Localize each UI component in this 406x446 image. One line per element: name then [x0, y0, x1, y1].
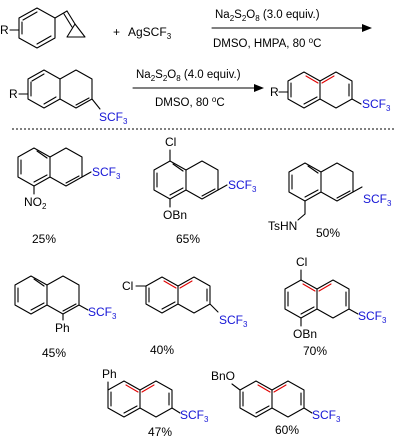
obn-label-ex2: OBn: [163, 208, 187, 222]
r-label-product: R: [270, 85, 279, 99]
tshn-label: TsHN: [268, 219, 297, 233]
reaction-2: R SCF3 Na2S2O8 (4.0 equiv.) DMSO, 80 oC …: [9, 69, 391, 126]
scf3-ex5: SCF3: [219, 313, 248, 329]
scf3-ex4: SCF3: [88, 305, 117, 321]
yield-ex7: 47%: [148, 425, 172, 439]
scf3-ex2: SCF3: [228, 178, 257, 194]
scf3-ex3: SCF3: [363, 192, 392, 208]
scf3-product-2: SCF3: [362, 97, 391, 113]
vinylcyclopropane-arene: R: [0, 7, 86, 49]
example-ph: Ph SCF3 45%: [14, 275, 117, 360]
example-cl-naph: Cl SCF3 40%: [122, 276, 248, 357]
scf3-ex6: SCF3: [358, 309, 387, 325]
yield-ex5: 40%: [150, 343, 174, 357]
plus-sign: +: [113, 25, 120, 39]
cl-label-ex6: Cl: [296, 255, 307, 269]
yield-ex3: 50%: [316, 226, 340, 240]
scf3-ex8: SCF3: [312, 408, 341, 424]
example-bno-naph: BnO SCF3 60%: [211, 369, 341, 437]
bno-label-ex8: BnO: [211, 369, 235, 383]
no2-label: NO2: [24, 195, 47, 211]
cl-label-ex2: Cl: [165, 135, 176, 149]
example-no2: NO2 SCF3 25%: [17, 147, 121, 246]
reaction-1: R + AgSCF3 Na2S2O8 (3.0 equiv.) DMSO, HM…: [0, 7, 372, 50]
r-label: R: [0, 23, 9, 37]
dihydronaphthalene-reactant: R SCF3: [9, 69, 128, 126]
cond-2-bottom: DMSO, 80 oC: [155, 95, 225, 109]
cond-1-bottom: DMSO, HMPA, 80 oC: [213, 36, 321, 50]
example-tshn: TsHN SCF3 50%: [268, 162, 392, 240]
cl-label-ex5: Cl: [122, 279, 133, 293]
scf3-reactant-2: SCF3: [99, 110, 128, 126]
yield-ex4: 45%: [42, 346, 66, 360]
scf3-ex1: SCF3: [92, 165, 121, 181]
r-label-2: R: [9, 87, 18, 101]
example-ph-naph: Ph SCF3 47%: [102, 367, 209, 439]
naphthalene-product: R SCF3: [270, 71, 391, 113]
example-cl-obn: Cl OBn SCF3 65%: [153, 135, 257, 246]
cond-1-top: Na2S2O8 (3.0 equiv.): [215, 9, 320, 23]
ph-label-ex4: Ph: [55, 321, 70, 335]
reagent-agscf3: AgSCF3: [128, 25, 172, 41]
yield-ex6: 70%: [303, 344, 327, 358]
yield-ex1: 25%: [32, 232, 56, 246]
example-cl-obn-naph: Cl OBn SCF3 70%: [284, 255, 387, 358]
cond-2-top: Na2S2O8 (4.0 equiv.): [136, 69, 241, 83]
ph-label-ex7: Ph: [102, 367, 117, 381]
yield-ex8: 60%: [275, 423, 299, 437]
obn-label-ex6: OBn: [293, 327, 317, 341]
yield-ex2: 65%: [176, 232, 200, 246]
scf3-ex7: SCF3: [180, 408, 209, 424]
